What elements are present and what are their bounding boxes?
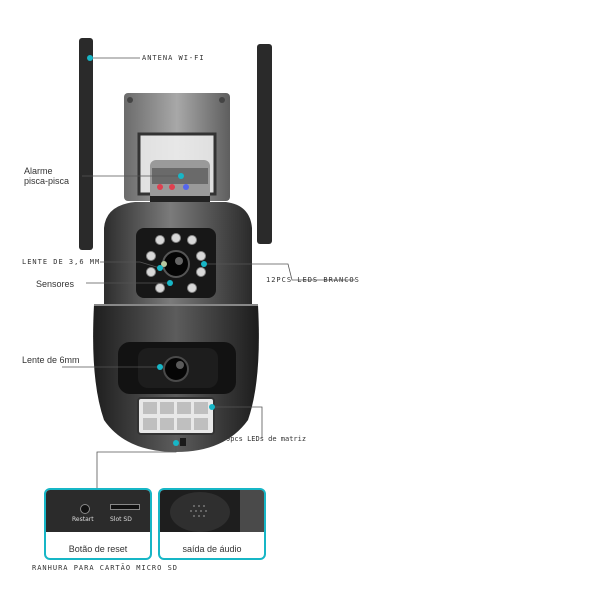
restart-tag: Restart: [72, 516, 94, 523]
reset-photo: Restart Slot SD: [46, 490, 150, 532]
slot-sd-tag: Slot SD: [110, 516, 132, 523]
sd-slot-label: RANHURA PARA CARTÃO MICRO SD: [32, 564, 179, 572]
left-antenna: [79, 38, 93, 250]
speaker-grille-icon: [170, 490, 264, 532]
audio-caption: saída de áudio: [182, 544, 242, 554]
lens-36-label: LENTE DE 3,6 MM: [22, 258, 101, 266]
white-leds-label: 12PCS LEDS BRANCOS: [266, 276, 360, 284]
audio-output-inset: saída de áudio: [158, 488, 266, 560]
antenna-label: ANTENA WI-FI: [142, 54, 205, 62]
reset-button-inset: Restart Slot SD Botão de reset: [44, 488, 152, 560]
sd-slot-icon: [110, 504, 140, 510]
audio-photo: [160, 490, 264, 532]
lens-6-label: Lente de 6mm: [22, 355, 80, 365]
right-antenna: [257, 44, 272, 244]
alarm-label: Alarme pisca-pisca: [24, 166, 69, 187]
sensors-label: Sensores: [36, 279, 75, 289]
alarm-label-line2: pisca-pisca: [24, 176, 70, 187]
reset-caption: Botão de reset: [68, 544, 128, 554]
matrix-leds-label: 9pcs LEDs de matriz: [226, 435, 307, 443]
alarm-label-line1: Alarme: [24, 166, 53, 176]
reset-hole-icon: [80, 504, 90, 514]
